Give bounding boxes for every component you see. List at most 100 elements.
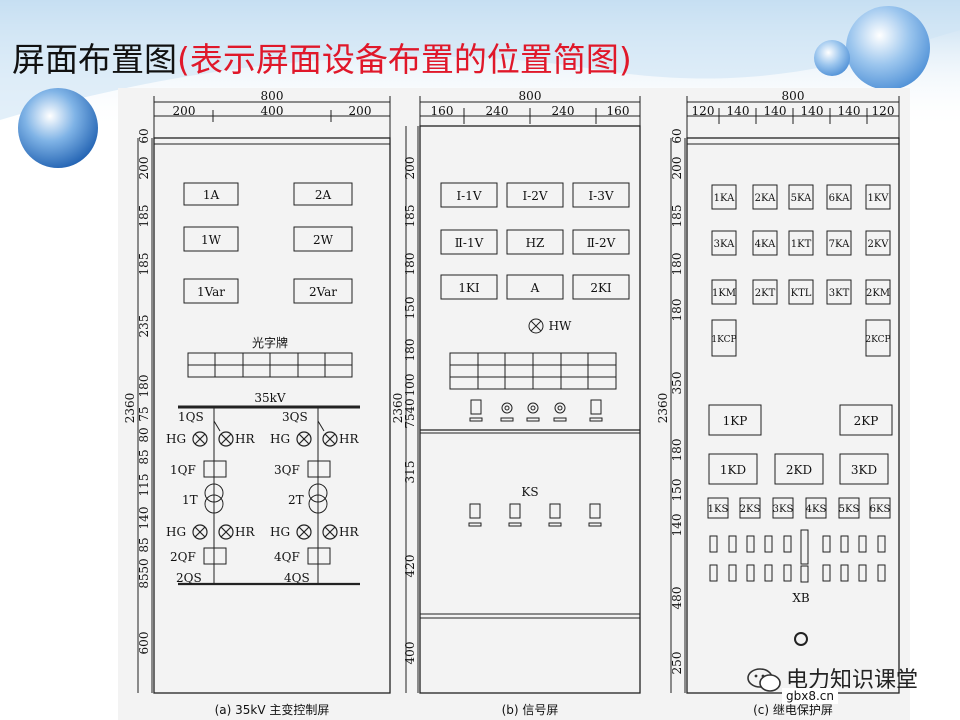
panel-c-relay-labels: 1KA 2KA 5KA 6KA 1KV 3KA 4KA 1KT 7KA 2KV … <box>708 193 891 515</box>
panel-b-caption: (b) 信号屏 <box>502 703 559 717</box>
panel-a-height-total: 2360 <box>123 393 137 424</box>
panel-a-height-5: 235 <box>137 315 151 338</box>
relay-6ks: 6KS <box>870 504 891 515</box>
relay-3ks: 3KS <box>773 504 794 515</box>
panel-a-height-10: 115 <box>137 474 151 497</box>
panel-a-chain-labels: 1QS HG HR 1QF 1T HG HR 2QF 2QS 3QS HG HR… <box>166 410 359 585</box>
panel-a-height-3: 185 <box>137 205 151 228</box>
meter-hz: HZ <box>526 236 545 250</box>
relay-1kt: 1KT <box>791 239 812 250</box>
ks-label: KS <box>521 485 538 499</box>
panel-c-large-labels: 1KP 2KP 1KD 2KD 3KD XB (c) 继电保护屏 <box>720 414 878 717</box>
meter-i-2v: Ⅰ-2V <box>522 189 547 203</box>
panel-b-height-5: 180 <box>403 339 417 362</box>
right-3qf: 3QF <box>274 463 300 477</box>
relay-2ks: 2KS <box>740 504 761 515</box>
panel-b <box>405 96 641 694</box>
panel-c-width-6: 120 <box>872 104 895 118</box>
panel-c-caption: (c) 继电保护屏 <box>753 703 833 717</box>
relay-4ks: 4KS <box>806 504 827 515</box>
meter-1ki: 1KI <box>458 281 480 295</box>
right-hr2: HR <box>339 525 359 539</box>
panel-a-height-1: 60 <box>137 128 151 143</box>
meter-a: A <box>530 281 540 295</box>
panel-b-width-total: 800 <box>519 89 542 103</box>
panel-c-height-4: 180 <box>670 253 684 276</box>
relay-3ka: 3KA <box>714 239 735 250</box>
signboard-label: 光字牌 <box>252 335 288 350</box>
panel-b-width-4: 160 <box>607 104 630 118</box>
relay-2km: 2KM <box>866 288 890 299</box>
relay-1km: 1KM <box>712 288 736 299</box>
meter-2a: 2A <box>315 188 332 202</box>
left-hr2: HR <box>235 525 255 539</box>
right-4qf: 4QF <box>274 550 300 564</box>
relay-3kt: 3KT <box>829 288 850 299</box>
meter-i-3v: Ⅰ-3V <box>588 189 613 203</box>
panel-a-height-2: 200 <box>137 157 151 180</box>
panel-c-height-6: 350 <box>670 372 684 395</box>
left-hg: HG <box>166 432 186 446</box>
left-2qs: 2QS <box>176 571 202 585</box>
panel-layout-diagram: 800 200 400 200 2360 60 200 185 185 235 … <box>118 88 910 720</box>
right-hr: HR <box>339 432 359 446</box>
relay-5ka: 5KA <box>791 193 812 204</box>
relay-2kt: 2KT <box>755 288 776 299</box>
meter-2w: 2W <box>313 233 334 247</box>
relay-2kcp: 2KCP <box>865 335 890 345</box>
panel-b-height-6: 100 <box>403 374 417 397</box>
panel-a-width-1: 200 <box>173 104 196 118</box>
relay-1ka: 1KA <box>714 193 735 204</box>
panel-b-height-4: 150 <box>403 297 417 320</box>
lamp-hw-label: HW <box>549 319 572 333</box>
panel-b-height-3: 180 <box>403 253 417 276</box>
panel-a-height-9: 85 <box>137 449 151 464</box>
relay-2kp: 2KP <box>854 414 879 428</box>
panel-c-width-total: 800 <box>782 89 805 103</box>
relay-1kcp: 1KCP <box>711 335 736 345</box>
page-title-sub: (表示屏面设备布置的位置简图) <box>177 40 632 79</box>
meter-ii-2v: Ⅱ-2V <box>587 236 616 250</box>
bus-label: 35kV <box>254 391 286 405</box>
right-2t: 2T <box>288 493 304 507</box>
decor-bubble-left <box>18 88 98 168</box>
panel-b-width-1: 160 <box>431 104 454 118</box>
panel-b-height-11: 400 <box>403 642 417 665</box>
right-hg: HG <box>270 432 290 446</box>
panel-b-width-3: 240 <box>552 104 575 118</box>
relay-1kp: 1KP <box>723 414 748 428</box>
panel-b-text: 800 160 240 240 160 2360 200 185 180 150… <box>391 89 629 717</box>
panel-b-height-8: 75 <box>403 413 417 428</box>
panel-a-height-13: 50 <box>137 558 151 573</box>
panel-c-height-9: 140 <box>670 514 684 537</box>
panel-c-height-1: 60 <box>670 128 684 143</box>
relay-1kv: 1KV <box>867 193 889 204</box>
panel-c-height-total: 2360 <box>656 393 670 424</box>
panel-c-height-2: 200 <box>670 157 684 180</box>
meter-i-1v: Ⅰ-1V <box>456 189 481 203</box>
relay-3kd: 3KD <box>851 463 877 477</box>
panel-b-width-2: 240 <box>486 104 509 118</box>
xb-label: XB <box>792 591 810 605</box>
panel-a-height-12: 85 <box>137 537 151 552</box>
meter-2var: 2Var <box>309 285 337 299</box>
left-2qf: 2QF <box>170 550 196 564</box>
panel-a-height-15: 600 <box>137 632 151 655</box>
panel-c-height-7: 180 <box>670 439 684 462</box>
right-hg2: HG <box>270 525 290 539</box>
panel-c <box>670 96 900 694</box>
meter-1var: 1Var <box>197 285 225 299</box>
panel-a-width-3: 200 <box>349 104 372 118</box>
panel-c-height-11: 250 <box>670 652 684 675</box>
relay-2kd: 2KD <box>786 463 812 477</box>
panel-c-text: 800 120 140 140 140 140 120 2360 60 200 … <box>656 89 894 674</box>
watermark: 电力知识课堂 gbx8.cn <box>740 662 950 714</box>
panel-a <box>137 96 391 694</box>
left-hr: HR <box>235 432 255 446</box>
relay-1kd: 1KD <box>720 463 746 477</box>
left-1qs: 1QS <box>178 410 204 424</box>
panel-b-height-7: 40 <box>403 398 417 413</box>
panel-c-height-8: 150 <box>670 479 684 502</box>
panel-a-width-2: 400 <box>261 104 284 118</box>
panel-a-height-8: 80 <box>137 427 151 442</box>
